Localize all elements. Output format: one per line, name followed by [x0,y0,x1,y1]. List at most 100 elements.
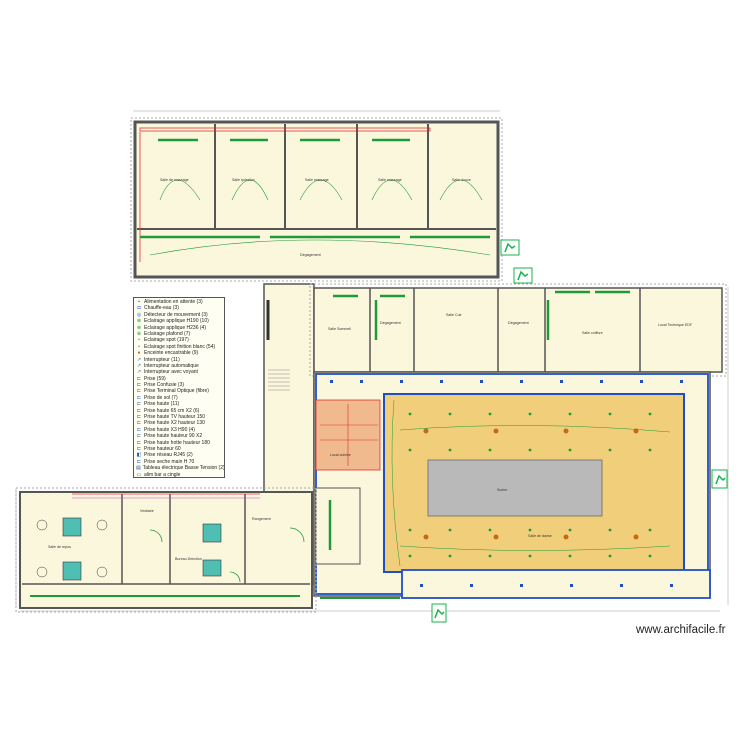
legend-label: Interrupteur (11) [144,356,180,363]
socket-icon: ⊏ [136,433,142,440]
legend-label: Chauffe-eau (3) [144,305,179,312]
legend-label: Enceinte encastrable (9) [144,350,199,357]
room-label: Dégagement [300,253,321,257]
legend-item: ●Enceinte encastrable (9) [136,350,222,356]
legend-item: ⊏Prise seche main H 70 [136,459,222,465]
legend-item: ⊏Prise Confusie (3) [136,382,222,388]
legend-item: ⊏Prise haute X2 hauteur 130 [136,420,222,426]
socket-icon: ⊏ [136,388,142,395]
socket-icon: ⊏ [136,426,142,433]
legend-item: ⊗Eclairage applique H236 (4) [136,325,222,331]
spot-light-icon: • [138,343,140,350]
socket-icon: ⊏ [136,458,142,465]
room-label: Bureau Direction [175,557,202,561]
room-label: Salle Sommeil [328,327,351,331]
room-label: Scène [497,488,507,492]
room-label: Rangement [252,517,271,521]
room-label: Vestiaire [140,509,154,513]
room-label: Local cuisine [330,453,351,457]
socket-icon: ⊏ [136,414,142,421]
exit-sign-icon [513,267,533,284]
legend-label: Prise haute TV hauteur 150 [144,414,206,421]
ceiling-light-icon: ⊕ [136,330,142,337]
legend-item: ⊏Prise hauteur 60 [136,446,222,452]
room-label: Dégagement [508,321,529,325]
legend-label: Eclairage spot (197) [144,337,189,344]
legend-item: ⊏Prise haute X3 H90 (4) [136,427,222,433]
legend-item: ⊗Eclairage applique H190 (10) [136,318,222,324]
legend-label: Alimentation en attente (3) [144,299,203,305]
socket-icon: ⊏ [136,401,142,408]
legend-label: Prise Confusie (3) [144,382,185,389]
legend-item: ⊏Prise haute hotte hauteur 180 [136,440,222,446]
legend-label: Prise de sol (7) [144,394,178,401]
legend-item: ⊏Prise de sol (7) [136,395,222,401]
room-label: Salle douce [452,178,471,182]
legend-item: ⊏Prise Terminal Optique (fibre) [136,388,222,394]
legend-item: • Eclairage spot (197) [136,337,222,343]
legend-label: Prise Terminal Optique (fibre) [144,388,209,395]
legend-label: Eclairage plafond (7) [144,330,191,337]
legend-item: ↗Interrupteur automatique [136,363,222,369]
socket-icon: ⊏ [136,375,142,382]
spot-light-icon: • [138,337,140,344]
water-heater-icon: ◘ [137,305,141,312]
room-label: Salle de repos [48,545,71,549]
legend-item: ▭alim bar a cingle [136,471,222,478]
spot-light-icon [408,412,652,558]
legend-label: Prise haute hauteur 90 X2 [144,433,203,440]
legend-item: ⊏Prise haute TV hauteur 150 [136,414,222,420]
legend-item: ⊏Prise haute (11) [136,401,222,407]
legend-label: Interrupteur avec voyant [144,369,198,376]
wall-light-icon: ⊗ [136,324,142,331]
switch-icon: ↗ [136,362,142,369]
room-label: Dégagement [380,321,401,325]
legend-label: Prise haute hotte hauteur 180 [144,439,210,446]
legend: ▪ Alimentation en attente (3)◘Chauffe-eau… [133,297,225,478]
legend-label: Eclairage spot finition blanc (54) [144,343,216,350]
legend-label: Prise seche main H 70 [144,458,195,465]
legend-label: Eclairage applique H190 (10) [144,318,209,325]
legend-label: Prise hauteur 60 [144,445,181,452]
room-label: Salle de danse [528,534,552,538]
exit-sign-icon [431,603,447,623]
room-label: Salle massage [305,178,329,182]
motion-sensor-icon: ◎ [136,311,142,318]
switch-icon: ↗ [136,356,142,363]
legend-label: Prise haute X3 H90 (4) [144,426,195,433]
legend-label: Détecteur de mouvement (3) [144,311,208,318]
legend-item: • Eclairage spot finition blanc (54) [136,344,222,350]
exit-sign-icon [711,469,728,489]
socket-icon: ⊏ [136,420,142,427]
legend-item: ⊏Prise haute 65 cm X2 (6) [136,408,222,414]
legend-item: ▪ Alimentation en attente (3) [136,299,222,305]
room-label: Salle de massage [160,178,189,182]
legend-label: Prise (59) [144,375,166,382]
legend-item: ⊕Eclairage plafond (7) [136,331,222,337]
legend-label: alim bar a cingle [144,471,181,478]
socket-icon: ⊏ [136,382,142,389]
socket-icon: ⊏ [136,407,142,414]
exit-sign-icon [500,239,520,256]
room-label: Salle tydrallon [232,178,255,182]
legend-label: Eclairage applique H236 (4) [144,324,206,331]
legend-label: Interrupteur automatique [144,362,199,369]
bottom-left-wing [19,491,313,609]
socket-icon: ⊏ [136,439,142,446]
legend-label: Prise haute 65 cm X2 (6) [144,407,200,414]
legend-item: ◧Prise réseau RJ45 (2) [136,452,222,458]
electric-panel-icon: ▤ [136,465,141,472]
wall-light-icon: ⊗ [136,318,142,325]
legend-label: Tableau électrique Basse Tension (2) [142,465,225,472]
power-outlet-icon: ▪ [138,299,140,305]
legend-item: ▤Tableau électrique Basse Tension (2) [136,465,225,472]
legend-item: ⊏Prise (59) [136,376,222,382]
legend-item: ↗Interrupteur (11) [136,357,222,363]
legend-item: ◘Chauffe-eau (3) [136,305,222,311]
room-label: Local Technique EDF [658,323,693,327]
legend-label: Prise réseau RJ45 (2) [144,452,193,459]
speaker-icon [423,428,639,540]
stage [427,459,603,517]
legend-item: ⊏Prise haute hauteur 90 X2 [136,433,222,439]
